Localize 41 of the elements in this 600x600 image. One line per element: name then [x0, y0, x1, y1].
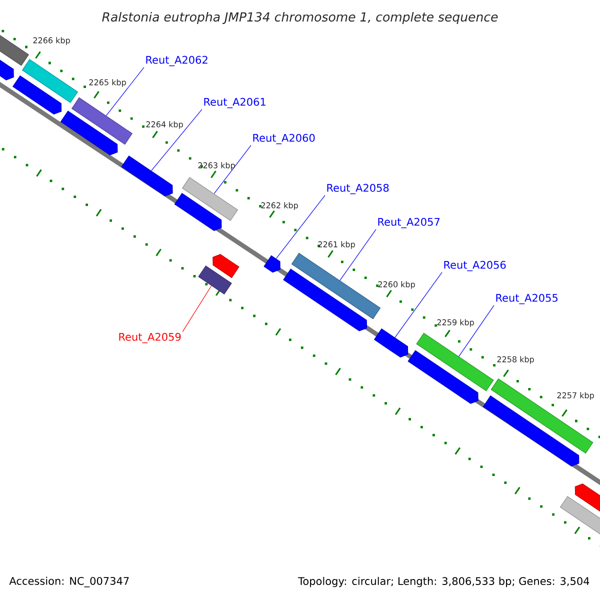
gene-bar [198, 266, 232, 294]
gene-block [60, 110, 118, 156]
leader-line [106, 67, 144, 116]
gene-label: Reut_A2057 [378, 218, 440, 228]
position-label: 2261 kbp [318, 241, 355, 249]
gene-block [0, 60, 14, 80]
gene-bar [490, 378, 594, 454]
gene-block [121, 156, 173, 196]
leader-line [182, 285, 212, 332]
leader-line [394, 272, 442, 338]
gene-block [283, 268, 367, 332]
leader-line [151, 109, 202, 172]
gene-label: Reut_A2060 [253, 134, 315, 144]
gene-block [212, 254, 240, 278]
position-label: 2264 kbp [146, 121, 183, 129]
gene-label: Reut_A2058 [327, 184, 389, 194]
gene-label: Reut_A2061 [204, 98, 266, 108]
title: Ralstonia eutropha JMP134 chromosome 1, complete sequence [102, 12, 498, 24]
position-label: 2259 kbp [437, 319, 474, 327]
gene-bar [416, 332, 494, 392]
sequence-info: Topology: circular; Length: 3,806,533 bp; Genes: 3,504 [298, 576, 590, 588]
gene-label: Reut_A2059 [119, 332, 181, 344]
gene-block [12, 75, 62, 115]
position-label: 2257 kbp [557, 392, 594, 400]
position-label: 2266 kbp [33, 37, 70, 45]
leader-line [214, 145, 252, 194]
gene-label: Reut_A2062 [146, 56, 208, 66]
leader-line [340, 229, 376, 281]
gene-label: Reut_A2056 [444, 260, 506, 272]
leader-line [458, 305, 494, 357]
position-label: 2260 kbp [378, 281, 415, 289]
gene-block [264, 255, 280, 273]
gene-bar [0, 34, 29, 66]
gene-block [408, 350, 478, 404]
position-label: 2258 kbp [497, 356, 534, 364]
leader-line [276, 195, 326, 259]
position-label: 2265 kbp [89, 79, 126, 87]
position-label: 2262 kbp [261, 202, 298, 210]
accession-text: Accession: NC_007347 [9, 576, 129, 588]
gene-label: Reut_A2055 [496, 294, 558, 304]
position-label: 2263 kbp [198, 162, 235, 170]
